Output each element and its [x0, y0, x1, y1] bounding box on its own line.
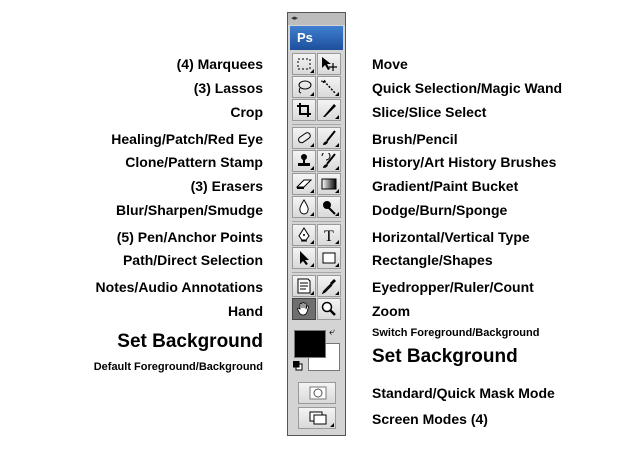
label-quick-selection: Quick Selection/Magic Wand: [372, 80, 563, 96]
marquee-icon: [297, 58, 311, 70]
label-marquees: (4) Marquees: [176, 56, 263, 72]
blur-icon: [299, 199, 309, 215]
blur-tool[interactable]: [292, 196, 316, 218]
label-set-background-right: Set Background: [372, 346, 518, 367]
label-lassos: (3) Lassos: [193, 80, 263, 96]
dodge-icon: [323, 201, 336, 215]
clone-stamp-tool[interactable]: [292, 150, 316, 172]
gradient-tool[interactable]: [317, 173, 341, 195]
label-erasers: (3) Erasers: [190, 178, 263, 194]
label-rectangle: Rectangle/Shapes: [372, 252, 493, 268]
screen-mode-button[interactable]: [298, 407, 336, 429]
pen-tool[interactable]: [292, 224, 316, 246]
label-slice: Slice/Slice Select: [372, 104, 487, 120]
crop-icon: [297, 103, 311, 117]
label-set-background-left: Set Background: [117, 331, 263, 352]
default-colors-icon[interactable]: [293, 361, 303, 371]
label-switch-colors: Switch Foreground/Background: [372, 327, 540, 339]
label-healing: Healing/Patch/Red Eye: [111, 131, 263, 147]
foreground-color-swatch[interactable]: [294, 330, 326, 358]
history-brush-icon: [321, 153, 336, 168]
brush-icon: [323, 130, 336, 145]
lasso-icon: [298, 80, 312, 94]
crop-tool[interactable]: [292, 99, 316, 121]
quick-mask-button[interactable]: [298, 382, 336, 404]
tools-panel: ◂▸ Ps: [287, 12, 346, 436]
label-history-brush: History/Art History Brushes: [372, 154, 557, 170]
path-selection-tool[interactable]: [292, 247, 316, 269]
hand-icon: [297, 302, 309, 316]
label-default-colors: Default Foreground/Background: [93, 361, 263, 373]
svg-text:T: T: [324, 228, 334, 243]
label-type: Horizontal/Vertical Type: [372, 229, 530, 245]
slice-icon: [323, 104, 336, 117]
label-eyedropper: Eyedropper/Ruler/Count: [372, 279, 534, 295]
eyedropper-tool[interactable]: [317, 275, 341, 297]
label-zoom: Zoom: [372, 303, 411, 319]
eyedropper-icon: [321, 279, 336, 294]
label-gradient: Gradient/Paint Bucket: [372, 178, 519, 194]
zoom-tool[interactable]: [317, 298, 341, 320]
photoshop-logo[interactable]: Ps: [290, 26, 343, 50]
label-hand: Hand: [228, 303, 263, 319]
hand-tool[interactable]: [292, 298, 316, 320]
label-crop: Crop: [230, 104, 263, 120]
move-icon: [322, 57, 337, 71]
label-clone-stamp: Clone/Pattern Stamp: [125, 154, 263, 170]
eraser-icon: [295, 179, 313, 189]
rectangle-tool[interactable]: [317, 247, 341, 269]
pen-icon: [298, 227, 310, 242]
type-icon: T: [324, 228, 334, 243]
path-selection-icon: [300, 251, 309, 265]
label-blur: Blur/Sharpen/Smudge: [115, 202, 263, 218]
clone-stamp-icon: [298, 154, 310, 166]
eraser-tool[interactable]: [292, 173, 316, 195]
quick-mask-icon: [309, 386, 327, 400]
label-notes: Notes/Audio Annotations: [95, 279, 263, 295]
magic-wand-tool[interactable]: [317, 76, 341, 98]
slice-tool[interactable]: [317, 99, 341, 121]
move-tool[interactable]: [317, 53, 341, 75]
label-pen: (5) Pen/Anchor Points: [116, 229, 263, 245]
history-brush-tool[interactable]: [317, 150, 341, 172]
label-move: Move: [372, 56, 408, 72]
rectangle-icon: [322, 252, 336, 264]
zoom-icon: [321, 301, 336, 316]
label-brush: Brush/Pencil: [372, 131, 458, 147]
type-tool[interactable]: T: [317, 224, 341, 246]
label-dodge: Dodge/Burn/Sponge: [372, 202, 508, 218]
dodge-tool[interactable]: [317, 196, 341, 218]
lasso-tool[interactable]: [292, 76, 316, 98]
marquee-tool[interactable]: [292, 53, 316, 75]
notes-tool[interactable]: [292, 275, 316, 297]
magic-wand-icon: [320, 79, 336, 94]
screen-mode-icon: [309, 411, 327, 425]
panel-grip[interactable]: ◂▸: [288, 13, 345, 25]
notes-icon: [297, 278, 311, 294]
gradient-icon: [321, 178, 337, 190]
label-quick-mask: Standard/Quick Mask Mode: [372, 385, 555, 401]
color-swatches: ⤶: [292, 326, 343, 374]
swap-colors-icon[interactable]: ⤶: [329, 326, 336, 338]
healing-brush-icon: [298, 132, 311, 144]
label-path-selection: Path/Direct Selection: [122, 252, 263, 268]
brush-tool[interactable]: [317, 127, 341, 149]
label-screen-modes: Screen Modes (4): [372, 411, 488, 427]
healing-brush-tool[interactable]: [292, 127, 316, 149]
